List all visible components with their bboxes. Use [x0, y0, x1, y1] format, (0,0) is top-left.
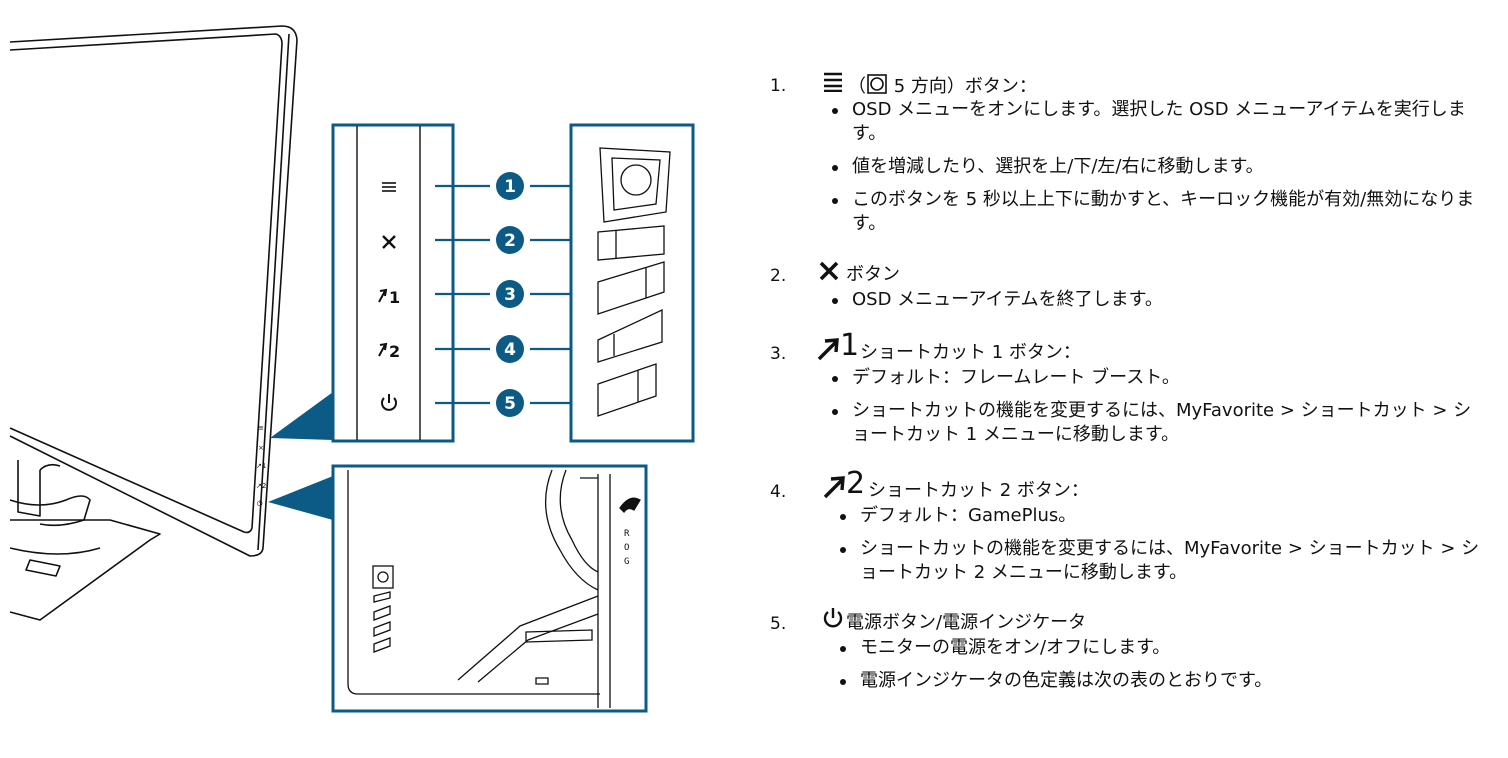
shortcut-2-icon: 2: [378, 342, 400, 361]
svg-text:≡: ≡: [258, 424, 264, 432]
rog-letter-g: G: [624, 557, 629, 567]
power-icon: [822, 606, 844, 637]
section-number: 1.: [770, 76, 787, 96]
button-zoom-panel: [331, 123, 455, 443]
power-icon: [381, 394, 397, 411]
shortcut-1-icon: 1: [378, 288, 400, 307]
bullet-item: ショートカットの機能を変更するには、MyFavorite > ショートカット >…: [832, 399, 1482, 447]
section-4: 4. 2 ショートカット 2 ボタン： デフォルト：GamePlus。 ショート…: [760, 466, 1490, 594]
callout-badge-2: [496, 226, 524, 254]
section-title: ボタン: [846, 264, 900, 285]
svg-text:↗2: ↗2: [256, 482, 266, 490]
shortcut-2-digit: 2: [389, 342, 400, 361]
callout-number-2: 2: [504, 231, 516, 251]
callout-number-4: 4: [504, 340, 516, 360]
bullet-item: OSD メニューをオンにします。選択した OSD メニューアイテムを実行します。: [832, 98, 1482, 146]
shortcut-arrow-icon: [816, 336, 842, 369]
back-view-drawing: [347, 469, 641, 708]
shortcut-1-digit: 1: [389, 288, 400, 307]
physical-buttons: [597, 147, 671, 417]
close-x-icon: [382, 235, 396, 249]
bullet-item: ショートカットの機能を変更するには、MyFavorite > ショートカット >…: [840, 537, 1482, 585]
callout-badge-1: [496, 172, 524, 200]
section-2: 2. ボタン OSD メニューアイテムを終了します。: [760, 258, 1490, 321]
shortcut-digit: 1: [840, 328, 860, 363]
callout-number-1: 1: [504, 177, 516, 197]
menu-lines-icon: [822, 70, 844, 99]
section-number: 5.: [770, 614, 787, 634]
rog-letters: R O G: [624, 529, 630, 567]
section-number: 4.: [770, 482, 787, 502]
section-title: ショートカット 2 ボタン：: [868, 480, 1089, 501]
close-x-icon: [818, 260, 840, 289]
shortcut-arrow-icon: [822, 474, 848, 507]
section-title: （ 5 方向）ボタン：: [848, 73, 1037, 102]
monitor-illustration: ≡ × ↗1 ↗2 ⏻ 1 2: [0, 0, 740, 758]
callout-badge-4: [496, 335, 524, 363]
bullet-item: 値を増減したり、選択を上/下/左/右に移動します。: [832, 155, 1482, 179]
bullet-item: 電源インジケータの色定義は次の表のとおりです。: [840, 669, 1482, 693]
bullet-item: デフォルト：フレームレート ブースト。: [832, 366, 1482, 390]
callout-badge-5: [496, 389, 524, 417]
shortcut-digit: 2: [846, 466, 866, 501]
menu-lines-icon: [382, 182, 396, 192]
section-1: 1. （ 5 方向）ボタン： OSD メニューをオンにします。選択した OSD …: [760, 68, 1490, 245]
section-title: 電源ボタン/電源インジケータ: [846, 612, 1087, 633]
pointer-wedge-top: [270, 392, 333, 440]
bullet-item: OSD メニューアイテムを終了します。: [832, 288, 1482, 312]
callout-number-3: 3: [504, 285, 516, 305]
callout-badges: 1 2 3 4 5: [496, 172, 524, 417]
monitor-diagram-svg: ≡ × ↗1 ↗2 ⏻ 1 2: [9, 25, 695, 713]
bullet-item: デフォルト：GamePlus。: [840, 504, 1482, 528]
joystick-icon: [620, 164, 652, 196]
monitor-side-buttons: ≡ × ↗1 ↗2 ⏻: [256, 424, 266, 508]
section-5: 5. 電源ボタン/電源インジケータ モニターの電源をオン/オフにします。 電源イ…: [760, 606, 1490, 702]
physical-button-panel: [569, 123, 695, 443]
section-title: ショートカット 1 ボタン：: [860, 342, 1081, 363]
rog-letter-r: R: [624, 529, 630, 539]
bullet-item: モニターの電源をオン/オフにします。: [840, 636, 1482, 660]
section-3: 3. 1 ショートカット 1 ボタン： デフォルト：フレームレート ブースト。 …: [760, 328, 1490, 456]
callout-badge-3: [496, 280, 524, 308]
section-number: 2.: [770, 266, 787, 286]
bullet-item: このボタンを 5 秒以上上下に動かすと、キーロック機能が有効/無効になります。: [832, 188, 1482, 236]
svg-text:⏻: ⏻: [257, 500, 263, 508]
svg-text:↗1: ↗1: [256, 462, 266, 470]
svg-text:×: ×: [258, 444, 264, 452]
callout-number-5: 5: [504, 394, 516, 414]
monitor-outline: [9, 25, 298, 621]
pointer-wedge-bottom: [268, 476, 333, 520]
section-number: 3.: [770, 344, 787, 364]
joystick-icon: [866, 73, 888, 102]
rog-letter-o: O: [624, 543, 629, 553]
